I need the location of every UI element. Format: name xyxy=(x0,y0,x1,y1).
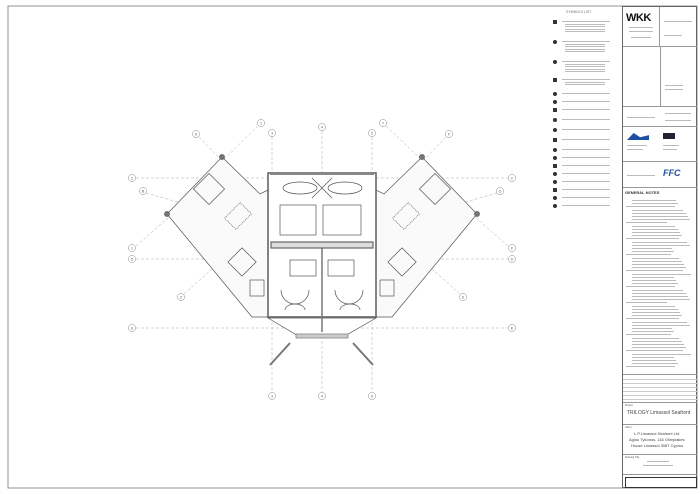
grid-bubble-label: 3 xyxy=(271,394,273,398)
consultant-logo xyxy=(627,133,649,140)
engineer-logo: FFC xyxy=(663,168,681,178)
grid-bubble-label: 7 xyxy=(382,121,384,125)
title-block: WKK FFC GENERAL NOTES Project TRILOGY Li… xyxy=(622,6,697,488)
grid-bubble xyxy=(368,129,376,137)
sheet-border xyxy=(7,5,698,489)
grid-bubble xyxy=(128,324,136,332)
grid-bubble xyxy=(128,174,136,182)
grid-bubble-label: D xyxy=(511,257,514,261)
project-name: TRILOGY Limassol Seafront xyxy=(627,410,691,416)
legend-symbol-icon xyxy=(553,128,557,132)
grid-bubble xyxy=(268,392,276,400)
client-line: House Limassol 3087 Cyprus xyxy=(631,443,684,448)
legend-symbol-icon xyxy=(553,172,557,176)
legend-symbol-icon xyxy=(553,196,557,200)
grid-bubble-label: C xyxy=(511,176,514,180)
general-notes-title: GENERAL NOTES xyxy=(625,190,660,195)
grid-bubble xyxy=(508,324,516,332)
grid-bubble xyxy=(508,255,516,263)
client-label: Client xyxy=(625,426,632,429)
grid-bubble-label: F xyxy=(448,132,451,136)
grid-bubble xyxy=(139,187,147,195)
grid-bubble xyxy=(318,392,326,400)
client-line: Agiou Tykonos, 116 Olimpiakes xyxy=(629,437,685,442)
grid-bubble xyxy=(496,187,504,195)
legend-symbol-icon xyxy=(553,20,557,24)
legend-symbol-icon xyxy=(553,188,557,192)
client-line: L.P.Limassol Seafront Ltd xyxy=(634,431,680,436)
grid-bubble-label: 5 xyxy=(371,394,373,398)
grid-bubble xyxy=(177,293,185,301)
grid-bubble-label: 1 xyxy=(131,246,133,250)
grid-bubble-label: 1 xyxy=(260,121,262,125)
grid-bubble-label: A xyxy=(195,132,198,136)
grid-bubble-label: 4 xyxy=(321,125,323,129)
grid-bubble-label: E xyxy=(511,326,514,330)
legend-symbol-icon xyxy=(553,164,557,168)
grid-bubble xyxy=(268,129,276,137)
legend-symbol-icon xyxy=(553,180,557,184)
legend-symbol-icon xyxy=(553,156,557,160)
grid-bubble-label: 3 xyxy=(271,131,273,135)
grid-bubble-label: 6 xyxy=(462,295,464,299)
grid-bubble xyxy=(128,255,136,263)
legend-symbol-icon xyxy=(553,92,557,96)
grid-bubble xyxy=(128,244,136,252)
grid-bubble-label: C xyxy=(131,176,134,180)
grid-bubble-label: E xyxy=(131,326,134,330)
grid-bubble xyxy=(192,130,200,138)
legend-symbol-icon xyxy=(553,40,557,44)
building-plan xyxy=(164,154,480,366)
drawing-title-label: Drawing Title xyxy=(625,456,640,459)
legend-symbol-icon xyxy=(553,148,557,152)
grid-bubble-label: F xyxy=(511,246,514,250)
symbols-legend: SYMBOLS LIST xyxy=(548,8,620,213)
project-label: Project xyxy=(625,404,633,407)
grid-bubble xyxy=(368,392,376,400)
legend-symbol-icon xyxy=(553,118,557,122)
grid-bubble-label: 2 xyxy=(180,295,182,299)
legend-symbol-icon xyxy=(553,100,557,104)
grid-bubble xyxy=(318,123,326,131)
grid-bubble xyxy=(459,293,467,301)
grid-bubble-label: B xyxy=(142,189,145,193)
grid-bubble-label: G xyxy=(499,189,502,193)
architect-logo: WKK xyxy=(626,12,651,24)
legend-title: SYMBOLS LIST xyxy=(566,10,592,14)
legend-symbol-icon xyxy=(553,60,557,64)
legend-symbol-icon xyxy=(553,138,557,142)
grid-bubble xyxy=(508,244,516,252)
grid-bubble-label: 5 xyxy=(371,131,373,135)
grid-bubble-label: D xyxy=(131,257,134,261)
grid-bubble xyxy=(508,174,516,182)
legend-symbol-icon xyxy=(553,204,557,208)
grid-bubble xyxy=(445,130,453,138)
grid-bubble xyxy=(257,119,265,127)
legend-symbol-icon xyxy=(553,108,557,112)
legend-symbol-icon xyxy=(553,78,557,82)
grid-bubble-label: 4 xyxy=(321,394,323,398)
grid-bubbles: A 1 3 4 5 7F C B 1D 2E C G F D 6E 3 4 5 xyxy=(128,119,516,400)
grid-bubble xyxy=(379,119,387,127)
